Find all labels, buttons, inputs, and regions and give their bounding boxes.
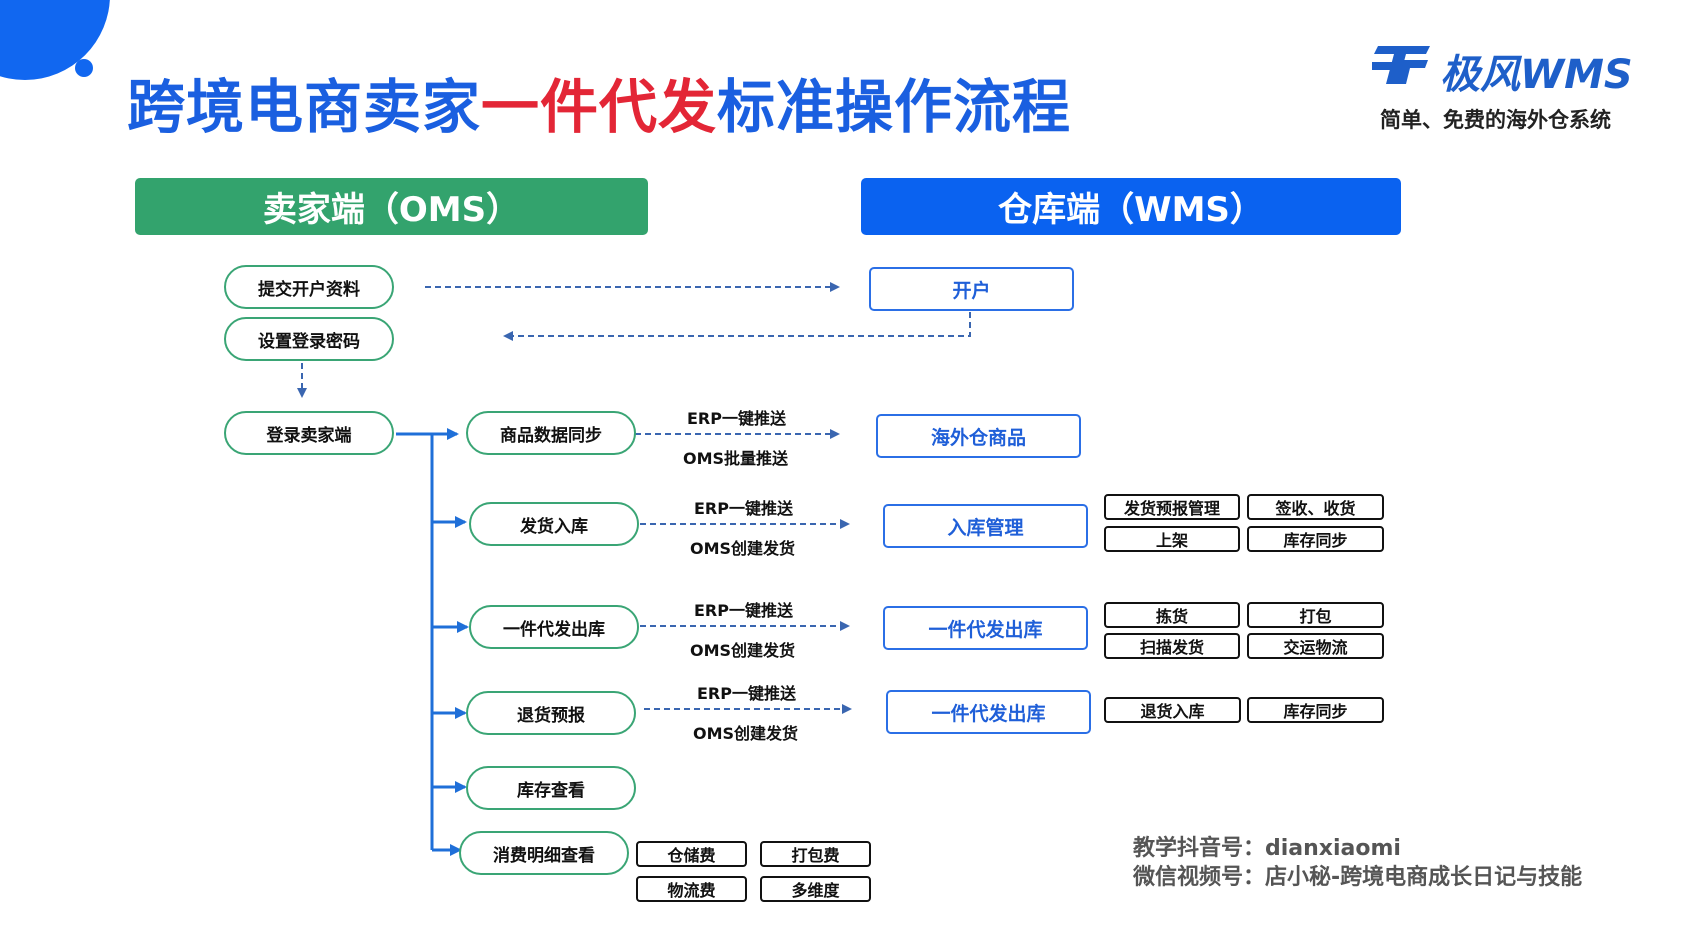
- edge-label-dropship-bottom: OMS创建发货: [690, 641, 796, 660]
- wechat-credit: 微信视频号：店小秘-跨境电商成长日记与技能: [1133, 865, 1583, 890]
- tag-return-inbound: 退货入库: [1104, 697, 1241, 723]
- edge-label-inbound-bottom: OMS创建发货: [690, 539, 796, 558]
- title-highlight: 一件代发: [481, 73, 718, 141]
- edge-label-dropship-top: ERP一键推送: [694, 601, 793, 620]
- page-title: 跨境电商卖家一件代发标准操作流程: [127, 60, 1071, 144]
- dropship-out-node-2: 一件代发出库: [886, 690, 1091, 734]
- tag-packing-fee: 打包费: [760, 841, 871, 867]
- tag-storage-fee: 仓储费: [636, 841, 747, 867]
- submit-info-node: 提交开户资料: [224, 265, 394, 309]
- edge-label-return-bottom: OMS创建发货: [693, 724, 799, 743]
- brand-name: 极风WMS: [1440, 52, 1633, 98]
- tag-carrier-handover: 交运物流: [1247, 633, 1384, 659]
- edge-label-inbound-top: ERP一键推送: [694, 499, 793, 518]
- douyin-credit: 教学抖音号：dianxiaomi: [1133, 836, 1401, 861]
- decorative-dot: [75, 59, 93, 77]
- overseas-products-node: 海外仓商品: [876, 414, 1081, 458]
- dropship-node: 一件代发出库: [469, 605, 639, 649]
- title-part2: 标准操作流程: [717, 73, 1072, 141]
- inbound-node: 发货入库: [469, 502, 639, 546]
- title-part1: 跨境电商卖家: [127, 73, 482, 141]
- tag-scan-ship: 扫描发货: [1104, 633, 1240, 659]
- edge-label-product-top: ERP一键推送: [687, 409, 786, 428]
- edge-label-return-top: ERP一键推送: [697, 684, 796, 703]
- seller-column-header: 卖家端（OMS）: [135, 178, 648, 235]
- open-account-node: 开户: [869, 267, 1074, 311]
- dropship-out-node: 一件代发出库: [883, 606, 1088, 650]
- fee-view-node: 消费明细查看: [459, 831, 629, 875]
- login-node: 登录卖家端: [224, 411, 394, 455]
- set-password-node: 设置登录密码: [224, 317, 394, 361]
- stock-view-node: 库存查看: [466, 766, 636, 810]
- tag-logistics-fee: 物流费: [636, 876, 747, 902]
- tag-packing: 打包: [1247, 602, 1384, 628]
- edge-label-product-bottom: OMS批量推送: [683, 449, 789, 468]
- tag-shelving: 上架: [1104, 526, 1240, 552]
- tag-picking: 拣货: [1104, 602, 1240, 628]
- tag-stock-sync-return: 库存同步: [1247, 697, 1384, 723]
- product-sync-node: 商品数据同步: [466, 411, 636, 455]
- tag-stock-sync-inbound: 库存同步: [1247, 526, 1384, 552]
- warehouse-column-header: 仓库端（WMS）: [861, 178, 1401, 235]
- tag-multi-dimension: 多维度: [760, 876, 871, 902]
- brand-slogan: 简单、免费的海外仓系统: [1380, 108, 1611, 132]
- tag-receiving: 签收、收货: [1247, 494, 1384, 520]
- brand-logo-icon: [1372, 46, 1430, 84]
- tag-inbound-forecast: 发货预报管理: [1104, 494, 1240, 520]
- return-notice-node: 退货预报: [466, 691, 636, 735]
- inbound-mgmt-node: 入库管理: [883, 504, 1088, 548]
- edge-open-to-password: [503, 312, 971, 341]
